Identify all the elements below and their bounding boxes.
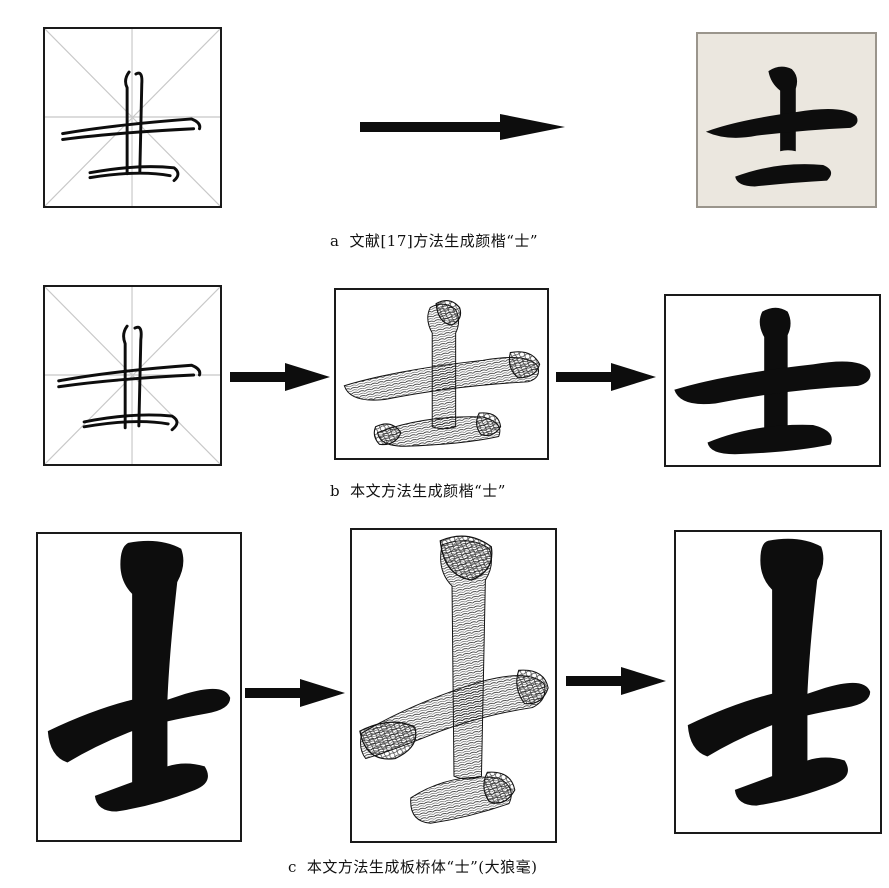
caption-a-text: 文献[17]方法生成颜楷“士” xyxy=(349,232,538,250)
row-c-arrow-1-icon xyxy=(245,678,345,708)
row-a-arrow-icon xyxy=(360,112,565,142)
caption-a: a 文献[17]方法生成颜楷“士” xyxy=(330,230,538,251)
rendered-character-image xyxy=(666,296,879,465)
caption-b-text: 本文方法生成颜楷“士” xyxy=(350,482,506,500)
row-a-result-panel xyxy=(696,32,877,208)
grid-guide-character-image xyxy=(45,29,220,206)
row-c-arrow-2-icon xyxy=(566,666,666,696)
rendered-character-image xyxy=(698,34,875,206)
caption-a-letter: a xyxy=(330,232,339,250)
brush-trajectory-mesh-image xyxy=(336,290,547,458)
row-c-source-panel xyxy=(36,532,242,842)
row-b-arrow-2-icon xyxy=(556,362,656,392)
caption-c: c 本文方法生成板桥体“士”(大狼毫) xyxy=(288,856,537,877)
row-a-source-panel xyxy=(43,27,222,208)
row-b-result-panel xyxy=(664,294,881,467)
caption-c-letter: c xyxy=(288,858,297,876)
row-c-mesh-panel xyxy=(350,528,557,843)
caption-b: b 本文方法生成颜楷“士” xyxy=(330,480,506,501)
brush-trajectory-mesh-image xyxy=(352,530,555,841)
grid-guide-character-image xyxy=(45,287,220,464)
caption-b-letter: b xyxy=(330,482,340,500)
rendered-character-image xyxy=(676,532,880,832)
row-c-result-panel xyxy=(674,530,882,834)
silhouette-character-image xyxy=(38,534,240,840)
row-b-mesh-panel xyxy=(334,288,549,460)
caption-c-text: 本文方法生成板桥体“士”(大狼毫) xyxy=(307,858,538,876)
row-b-arrow-1-icon xyxy=(230,362,330,392)
row-b-source-panel xyxy=(43,285,222,466)
